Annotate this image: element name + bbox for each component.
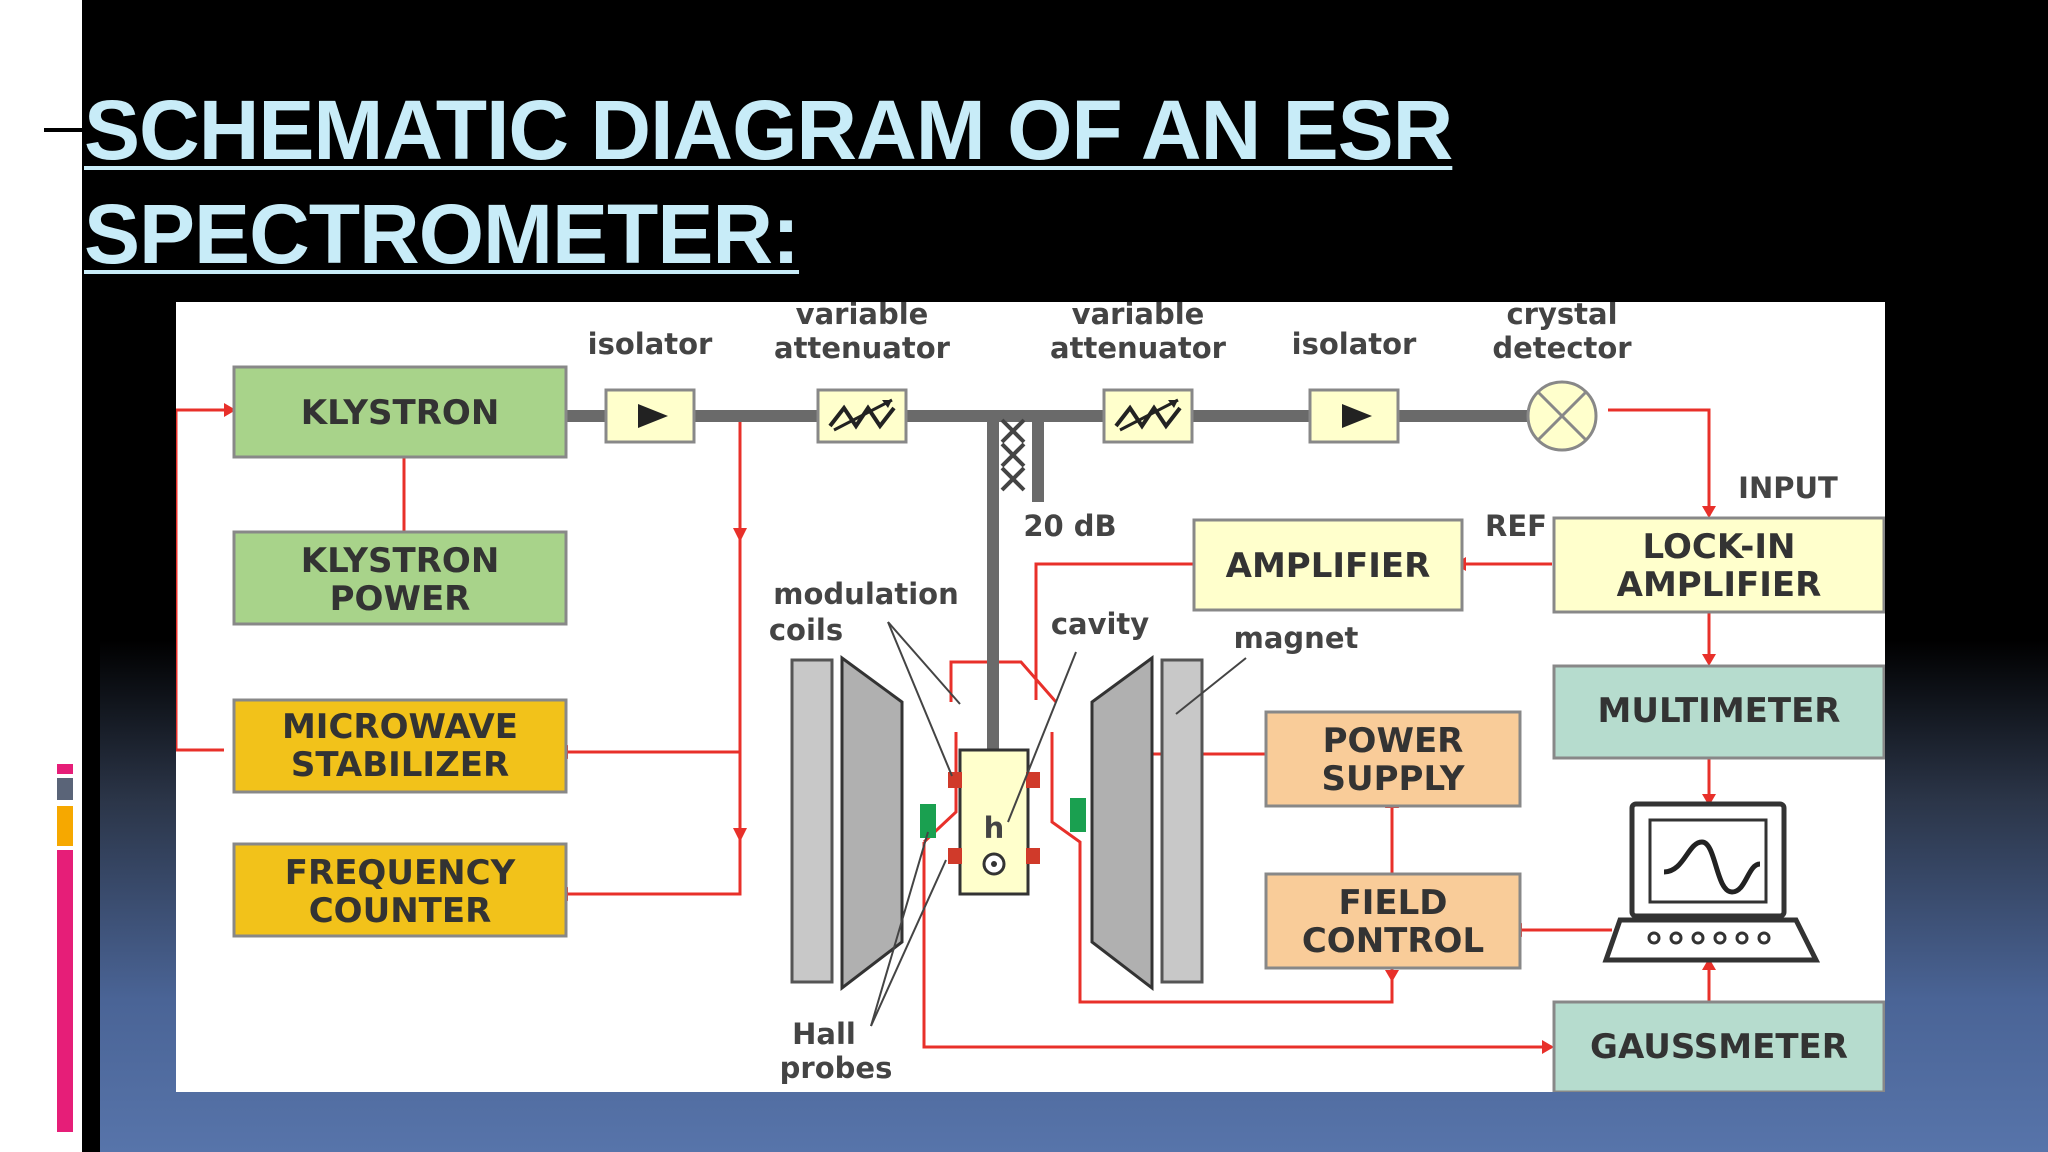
label-crystal-detector-b: detector — [1492, 331, 1632, 365]
box-klystron: KLYSTRON — [232, 365, 568, 459]
accent-bar-pink-top — [57, 764, 73, 774]
hall-probe-marker — [1070, 798, 1086, 832]
title-line-1: SCHEMATIC DIAGRAM OF AN ESR — [84, 83, 1453, 177]
accent-bar-gray — [57, 778, 73, 800]
label-hall: Hall — [792, 1017, 856, 1051]
cavity-field-label: h — [984, 811, 1005, 845]
isolator-triangle-icon — [604, 388, 696, 444]
label-coils: coils — [769, 613, 843, 647]
box-microwave-stabilizer: MICROWAVE STABILIZER — [232, 698, 568, 794]
modulation-coil-marker — [1026, 848, 1040, 864]
label-probes: probes — [780, 1051, 893, 1085]
box-label-frequency-counter-2: COUNTER — [309, 891, 492, 931]
magnet-pole-right — [1160, 658, 1204, 984]
magnet-cone-right — [1090, 655, 1154, 992]
magnet-assembly: h — [790, 655, 1204, 992]
label-20db: 20 dB — [1023, 509, 1116, 543]
label-variable-attenuator-1a: variable — [796, 302, 929, 331]
label-isolator-1: isolator — [588, 327, 713, 361]
modulation-coil-marker — [948, 772, 962, 788]
crystal-detector-icon — [1526, 380, 1598, 452]
title-bullet-icon — [44, 109, 82, 177]
box-label-microwave-stabilizer-2: STABILIZER — [291, 745, 509, 785]
left-dark-strip — [82, 0, 100, 1152]
box-label-frequency-counter-1: FREQUENCY — [285, 853, 516, 893]
magnet-pole-left — [790, 658, 834, 984]
box-power-supply: POWER SUPPLY — [1264, 710, 1522, 808]
box-label-lock-in-2: AMPLIFIER — [1617, 565, 1822, 605]
box-label-klystron-power-1: KLYSTRON — [301, 541, 500, 581]
box-gaussmeter: GAUSSMETER — [1552, 1000, 1885, 1092]
box-label-gaussmeter: GAUSSMETER — [1590, 1027, 1848, 1067]
isolator-triangle-icon — [1308, 388, 1400, 444]
directional-coupler — [1000, 418, 1026, 492]
label-ref: REF — [1485, 509, 1547, 543]
hall-probe-marker — [920, 804, 936, 838]
label-isolator-2: isolator — [1292, 327, 1417, 361]
box-label-microwave-stabilizer-1: MICROWAVE — [282, 707, 518, 747]
variable-attenuator-icon — [816, 388, 908, 444]
box-multimeter: MULTIMETER — [1552, 664, 1885, 760]
sample-dot — [991, 861, 997, 867]
label-modulation: modulation — [773, 577, 958, 611]
modulation-coil-marker — [948, 848, 962, 864]
computer-waveform-icon — [1602, 801, 1821, 963]
accent-bar-pink-long — [57, 850, 73, 1132]
esr-diagram-panel: h KLYSTRON KLYSTRON POWER MICROWAVE STAB… — [176, 302, 1885, 1092]
accent-bar-orange — [57, 806, 73, 846]
box-label-klystron-power-2: POWER — [330, 579, 471, 619]
box-label-amplifier: AMPLIFIER — [1226, 546, 1431, 586]
box-label-multimeter: MULTIMETER — [1598, 691, 1841, 731]
box-label-field-control-1: FIELD — [1339, 883, 1448, 923]
variable-attenuator-icon — [1102, 388, 1194, 444]
box-label-field-control-2: CONTROL — [1302, 921, 1484, 961]
box-field-control: FIELD CONTROL — [1264, 872, 1522, 970]
esr-schematic-diagram: h KLYSTRON KLYSTRON POWER MICROWAVE STAB… — [176, 302, 1885, 1092]
box-label-power-supply-2: SUPPLY — [1322, 759, 1465, 799]
pointer-lines — [870, 621, 1247, 1027]
label-magnet: magnet — [1234, 621, 1359, 655]
box-lock-in-amplifier: LOCK-IN AMPLIFIER — [1552, 516, 1885, 614]
box-klystron-power: KLYSTRON POWER — [232, 530, 568, 626]
slide-title: SCHEMATIC DIAGRAM OF AN ESR SPECTROMETER… — [84, 78, 1453, 286]
box-amplifier: AMPLIFIER — [1192, 518, 1464, 612]
label-input: INPUT — [1738, 471, 1838, 505]
box-label-lock-in-1: LOCK-IN — [1643, 527, 1796, 567]
label-cavity: cavity — [1051, 607, 1149, 641]
label-variable-attenuator-2b: attenuator — [1050, 331, 1227, 365]
title-line-2: SPECTROMETER: — [84, 187, 800, 281]
label-crystal-detector-a: crystal — [1506, 302, 1617, 331]
label-variable-attenuator-2a: variable — [1072, 302, 1205, 331]
box-frequency-counter: FREQUENCY COUNTER — [232, 842, 568, 938]
box-label-power-supply-1: POWER — [1323, 721, 1464, 761]
magnet-cone-left — [840, 655, 904, 992]
box-label-klystron: KLYSTRON — [301, 393, 500, 433]
label-variable-attenuator-1b: attenuator — [774, 331, 951, 365]
modulation-coil-marker — [1026, 772, 1040, 788]
